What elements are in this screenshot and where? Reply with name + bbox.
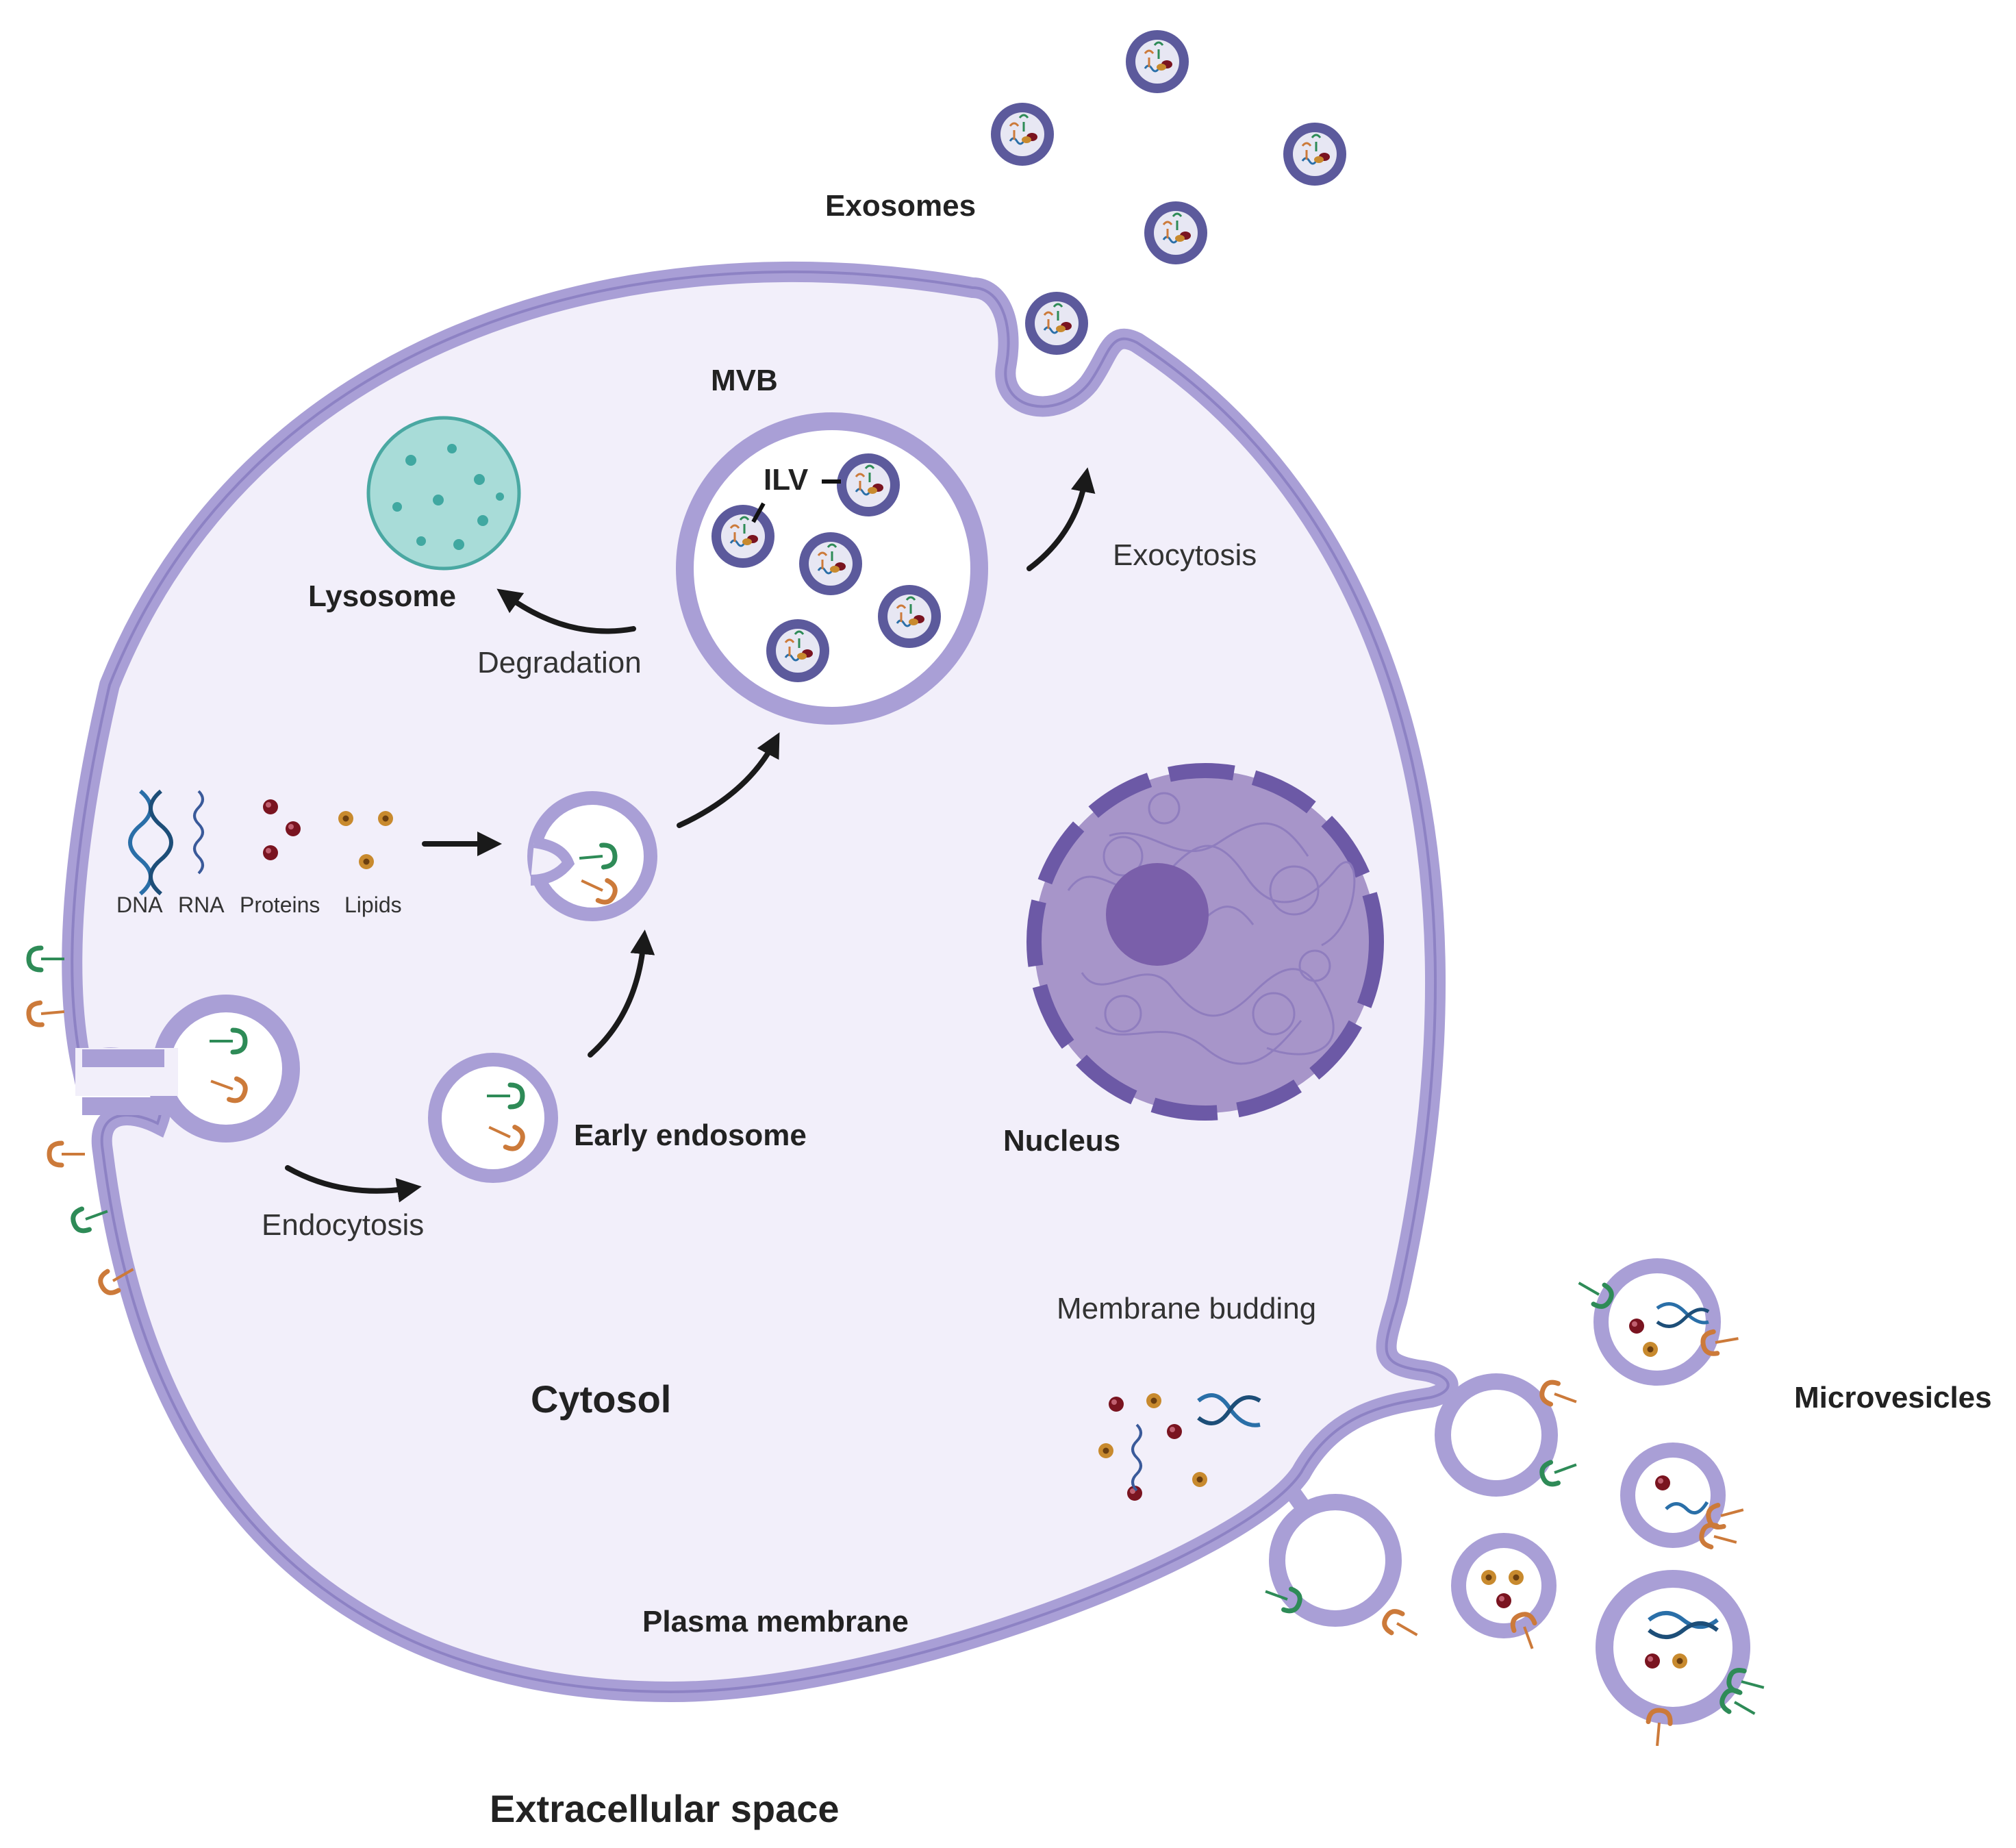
degradation-label: Degradation bbox=[477, 646, 642, 679]
microvesicle bbox=[1596, 1570, 1767, 1747]
degradation-arrow bbox=[496, 588, 636, 634]
endosome-forming bbox=[527, 791, 657, 921]
exosome bbox=[1282, 121, 1348, 187]
mvb bbox=[676, 412, 988, 725]
proteins-label: Proteins bbox=[240, 892, 320, 917]
lysosome-label: Lysosome bbox=[308, 579, 456, 613]
endosome-to-mvb-arrow bbox=[677, 732, 780, 828]
microvesicle bbox=[1620, 1443, 1746, 1553]
early-to-forming-arrow bbox=[588, 929, 655, 1058]
exosomes-group bbox=[990, 29, 1348, 356]
exosomes-label: Exosomes bbox=[825, 189, 976, 223]
cytosolic-cargo bbox=[1098, 1393, 1261, 1501]
exosome bbox=[1143, 200, 1209, 266]
plasma-membrane-label: Plasma membrane bbox=[642, 1605, 909, 1638]
cytosol-label: Cytosol bbox=[531, 1377, 671, 1421]
microvesicle bbox=[1574, 1258, 1741, 1386]
nucleus-label: Nucleus bbox=[1003, 1124, 1120, 1158]
exosome bbox=[1124, 29, 1190, 95]
ilv-label: ILV bbox=[764, 463, 809, 497]
exocytosis-label: Exocytosis bbox=[1113, 538, 1257, 572]
exosome bbox=[990, 101, 1055, 167]
mvb-label: MVB bbox=[711, 364, 778, 397]
nucleus bbox=[1026, 763, 1384, 1121]
lipids-label: Lipids bbox=[344, 892, 402, 917]
lysosome bbox=[366, 416, 521, 571]
budding-vesicles bbox=[1262, 1373, 1580, 1645]
exosome bbox=[1024, 290, 1089, 356]
dna-label: DNA bbox=[116, 892, 163, 917]
microvesicles-group bbox=[1451, 1258, 1767, 1747]
dna-icon bbox=[128, 789, 173, 896]
membrane-budding-label: Membrane budding bbox=[1057, 1292, 1316, 1325]
early-endosome bbox=[428, 1053, 558, 1183]
microvesicles-label: Microvesicles bbox=[1794, 1381, 1992, 1414]
cell bbox=[62, 261, 1459, 1703]
microvesicle bbox=[1451, 1533, 1557, 1652]
exocytosis-arrow bbox=[1026, 467, 1096, 571]
cargo-legend: DNA RNA Proteins Lipids bbox=[116, 789, 402, 917]
endocytosis-arrow bbox=[285, 1165, 422, 1203]
early-endosome-label: Early endosome bbox=[574, 1119, 807, 1152]
extracellular-space-label: Extracellular space bbox=[490, 1787, 840, 1830]
rna-label: RNA bbox=[178, 892, 225, 917]
rna-icon bbox=[193, 790, 204, 875]
endocytic-pit bbox=[75, 995, 300, 1142]
endocytosis-label: Endocytosis bbox=[262, 1208, 424, 1242]
